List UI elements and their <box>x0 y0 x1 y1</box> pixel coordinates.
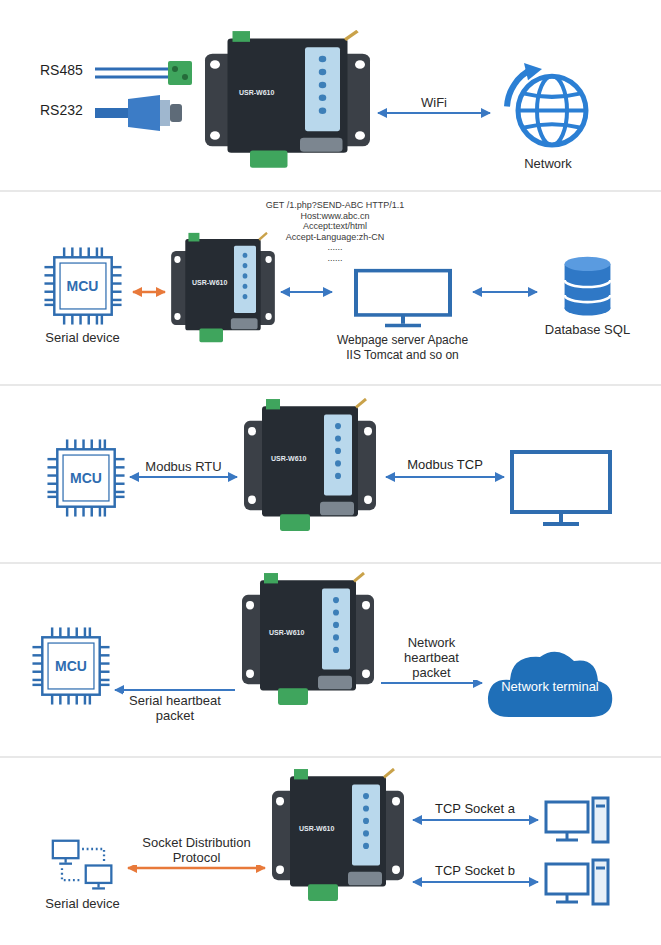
node-title: Network terminal <box>501 679 599 694</box>
monitor-icon <box>353 268 453 330</box>
globe-icon <box>498 62 598 153</box>
device-model: USR-W610 <box>271 455 380 463</box>
edge-label: Modbus RTU <box>143 459 223 474</box>
http-request-line: GET /1.php?SEND-ABC HTTP/1.1 <box>266 200 404 210</box>
device-model: USR-W610 <box>299 825 408 833</box>
http-request-line: Accept-Language:zh-CN <box>286 232 385 242</box>
http-request-line: Host:www.abc.cn <box>300 211 369 221</box>
connector-arrow <box>378 112 490 114</box>
node-caption: Serial device <box>45 330 119 346</box>
device-icon <box>240 398 380 533</box>
network-cloud: Network terminal <box>485 645 615 720</box>
node-caption: Network <box>524 156 572 172</box>
device-model: USR-W610 <box>269 629 378 637</box>
pc-icon <box>546 860 608 904</box>
node-caption: Database SQL <box>545 322 630 338</box>
socket-label: TCP Socket a <box>435 801 515 816</box>
db-icon <box>560 255 615 319</box>
connector-arrow <box>128 867 265 870</box>
node-caption: Serial device <box>45 896 119 912</box>
chip-body: MCU <box>42 245 124 327</box>
panel-separators <box>0 191 661 757</box>
tcp-socket-links <box>413 820 538 882</box>
http-request-line: Accept:text/html <box>303 221 367 231</box>
device-icon <box>200 30 375 170</box>
chip-body: MCU <box>30 625 112 707</box>
serial-device: Serial device <box>40 838 125 923</box>
chip-body: MCU <box>45 437 127 519</box>
device-model: USR-W610 <box>239 89 375 97</box>
web-server: Webpage server Apache IIS Tomcat and so … <box>335 268 470 368</box>
converter-device: USR-W610 <box>268 768 408 903</box>
connector-arrow <box>473 291 537 293</box>
converter-device: USR-W610 <box>238 572 378 707</box>
monitor-icon <box>512 452 610 524</box>
rs485-wires <box>95 61 192 85</box>
port-label: RS232 <box>40 102 83 118</box>
mcu-chip: MCU <box>30 625 112 707</box>
chip-label: MCU <box>70 470 102 486</box>
network-globe: Network <box>493 62 603 177</box>
port-label: RS485 <box>40 62 83 78</box>
converter-device: USR-W610 <box>168 232 278 344</box>
protocol-label: Modbus TCP <box>407 457 483 472</box>
device-icon <box>238 572 378 707</box>
chip-label: MCU <box>55 658 87 674</box>
http-request-line: ...... <box>327 242 342 252</box>
pc-icon <box>546 798 608 842</box>
connector-arrow <box>281 291 332 293</box>
converter-device: USR-W610 <box>200 30 375 170</box>
edge-label: Network heartbeat packet <box>382 635 482 680</box>
edge-label: Serial heartbeat packet <box>123 693 227 723</box>
http-request-line: ...... <box>327 253 342 263</box>
serial-icon <box>51 838 115 893</box>
converter-device: USR-W610 <box>240 398 380 533</box>
mcu-chip: MCU <box>45 437 127 519</box>
connector-arrow <box>133 291 165 294</box>
mcu-chip: MCU Serial device <box>35 245 130 353</box>
rs232-connector <box>95 95 182 131</box>
device-icon <box>268 768 408 903</box>
node-caption: Webpage server Apache IIS Tomcat and so … <box>335 333 470 363</box>
connector-arrow <box>115 689 235 691</box>
modbus-tcp-link <box>386 477 504 478</box>
database: Database SQL <box>540 255 635 355</box>
device-icon <box>168 232 278 344</box>
device-model: USR-W610 <box>192 279 278 287</box>
connector-arrow <box>130 476 237 478</box>
socket-label: TCP Socket b <box>435 863 515 878</box>
chip-label: MCU <box>67 278 99 294</box>
edge-label: Socket Distribution Protocol <box>132 835 261 865</box>
edge-label: WiFi <box>419 95 449 110</box>
connector-arrow <box>381 682 482 684</box>
